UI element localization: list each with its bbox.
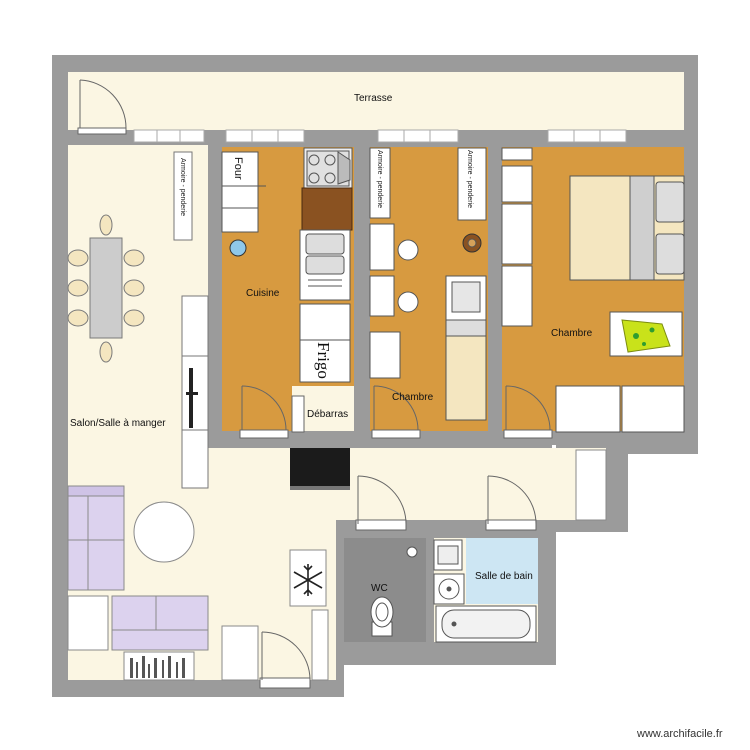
watermark: www.archifacile.fr bbox=[637, 728, 723, 740]
wardrobe-label-salon: Armoire - penderie bbox=[179, 158, 186, 216]
fridge-label: Frigo bbox=[314, 342, 333, 379]
oven-label: Four bbox=[232, 157, 244, 180]
terrasse-floor bbox=[68, 72, 684, 130]
room-label-terrasse: Terrasse bbox=[354, 93, 393, 104]
room-label-chambre-2: Chambre bbox=[551, 328, 593, 339]
door-entree bbox=[259, 631, 311, 689]
salon-storage bbox=[173, 151, 209, 489]
door-sdb bbox=[485, 475, 537, 531]
bathroom-fixtures bbox=[433, 539, 537, 643]
tv-unit bbox=[290, 448, 350, 490]
kitchen-fixtures bbox=[221, 147, 353, 383]
room-label-salle-de-bain: Salle de bain bbox=[475, 571, 533, 582]
room-label-salon: Salon/Salle à manger bbox=[70, 418, 166, 429]
chambre-1-furniture bbox=[369, 147, 487, 421]
room-label-wc: WC bbox=[371, 583, 388, 594]
wc-fixtures bbox=[370, 546, 418, 637]
room-label-cuisine: Cuisine bbox=[246, 288, 280, 299]
snowflake-icon bbox=[293, 564, 323, 596]
wardrobe-label-chambre-1b: Armoire - penderie bbox=[466, 150, 473, 208]
room-label-chambre-1: Chambre bbox=[392, 392, 434, 403]
wardrobe-label-chambre-1: Armoire - penderie bbox=[376, 150, 383, 208]
room-label-debarras: Débarras bbox=[307, 409, 349, 420]
door-cuisine bbox=[239, 385, 305, 439]
dining-set bbox=[67, 214, 145, 363]
door-chambre-2 bbox=[503, 385, 553, 439]
living-room-furniture bbox=[67, 449, 607, 681]
door-terrasse bbox=[77, 79, 127, 135]
chambre-2-furniture bbox=[501, 147, 685, 433]
door-chambre-1 bbox=[371, 385, 421, 439]
bookshelf bbox=[130, 656, 185, 678]
door-wc bbox=[355, 475, 407, 531]
window-row bbox=[133, 129, 627, 143]
